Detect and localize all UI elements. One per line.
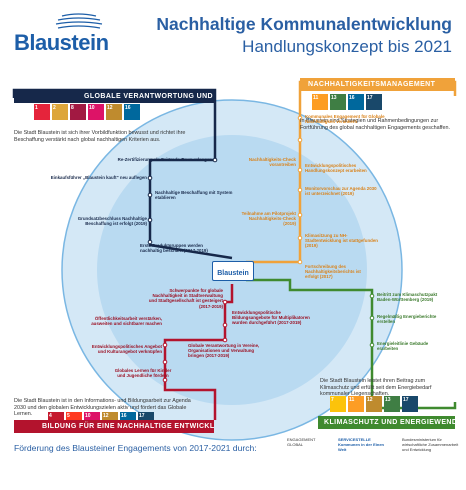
partner-bmz: Bundesministerium für wirtschaftliche Zu…	[402, 437, 459, 452]
sdg-goal-12-icon: 12	[366, 396, 382, 412]
logo-waves	[55, 13, 103, 29]
green-route	[246, 278, 457, 410]
text-bottom-right: Die Stadt Blaustein leistet ihren Beitra…	[320, 378, 432, 398]
sdg-goal-7-icon: 7	[330, 396, 346, 412]
milestone-navy-4: Erste Produktgruppen werden nachhaltig b…	[140, 243, 208, 254]
page-title: Nachhaltige Kommunalentwicklung	[156, 14, 452, 34]
text-bottom-left: Die Stadt Blaustein ist in den Informati…	[14, 398, 191, 418]
milestone-red-3: Globale Verantwortung in Vereine, Organi…	[188, 343, 260, 359]
milestone-navy-2: Nachhaltige Beschaffung mit System etabl…	[155, 190, 233, 201]
partner-servicestelle: SERVICESTELLE Kommunen in der Einen Welt	[338, 437, 385, 452]
milestone-orange-0: Kommunales Engagement für Globale Nachha…	[305, 114, 385, 125]
milestone-red-0: Schwerpunkte für globale Nachhaltigkeit …	[148, 288, 223, 309]
milestone-orange-2: Entwicklungspolitisches Handlungskonzept…	[305, 163, 367, 174]
sdg-goal-13-icon: 13	[330, 94, 346, 110]
partner-engagement-global: ENGAGEMENT GLOBAL	[287, 437, 316, 447]
milestone-red-2: Öffentlichkeitsarbeit verstärken, auswei…	[91, 316, 162, 327]
sdg-goal-12-icon: 12	[106, 104, 122, 120]
sdg-goal-1-icon: 1	[34, 104, 50, 120]
sdg-goal-17-icon: 17	[402, 396, 418, 412]
sdg-goal-10-icon: 10	[88, 104, 104, 120]
milestone-navy-0: Re-Zertifizierung als Fairtrade-Town erl…	[117, 157, 212, 162]
red-route	[163, 284, 234, 420]
sdg-goal-13-icon: 13	[384, 396, 400, 412]
heading-global-responsibility: GLOBALE VERANTWORTUNG UND EINE WELT	[14, 90, 214, 103]
milestone-orange-5: Klimasitzung zu NH-Stadtentwicklung ist …	[305, 233, 378, 249]
heading-education: BILDUNG FÜR EINE NACHHALTIGE ENTWICKLUNG	[14, 420, 214, 433]
milestone-red-4: Entwicklungspolitisches Angebot und Kult…	[91, 344, 162, 355]
milestone-green-2: Energieleitlinie Gebäude erarbeiten	[377, 341, 429, 352]
ring-line	[61, 99, 403, 441]
milestone-green-1: Regelmäßig Energieberichte erstellen	[377, 314, 437, 325]
milestone-navy-3: Grundsatzbeschluss Nachhaltige Beschaffu…	[77, 216, 147, 227]
heading-climate: KLIMASCHUTZ UND ENERGIEWENDE	[318, 416, 455, 429]
center-logo-text: Blaustein	[217, 270, 249, 277]
heading-sustainability-management: NACHHALTIGKEITSMANAGEMENT	[300, 78, 455, 91]
milestone-navy-1: Einkaufsführer „Blaustein kauft" neu auf…	[50, 175, 147, 180]
page-subtitle: Handlungskonzept bis 2021	[242, 37, 452, 56]
sdg-goal-2-icon: 2	[52, 104, 68, 120]
sdg-goal-17-icon: 17	[366, 94, 382, 110]
sdg-goal-11-icon: 11	[348, 396, 364, 412]
milestone-red-1: Entwicklungspolitische Bildungsangebote …	[232, 310, 310, 326]
milestone-orange-6: Fortschreibung des Nachhaltigkeitsberich…	[305, 264, 361, 280]
sdg-goal-16-icon: 16	[124, 104, 140, 120]
milestone-orange-3: Monitorvorschau zur Agenda 2030 ist unte…	[305, 186, 377, 197]
milestone-orange-1: Nachhaltigkeits-Check vorantreiben	[248, 157, 296, 168]
sdg-goal-8-icon: 8	[70, 104, 86, 120]
sdg-goal-16-icon: 16	[348, 94, 364, 110]
sdg-goal-11-icon: 11	[312, 94, 328, 110]
text-top-right: In Blaustein sind Strategien und Rahmenb…	[300, 118, 451, 131]
text-top-left: Die Stadt Blaustein ist sich ihrer Vorbi…	[14, 130, 186, 143]
funding-note: Förderung des Blausteiner Engagements vo…	[14, 443, 257, 453]
brand-logo: Blaustein	[14, 30, 109, 55]
milestone-red-5: Globales Lernen für Kinder und Jugendlic…	[114, 368, 172, 379]
milestone-green-0: Beitritt zum Klimaschutzpakt Baden-Württ…	[377, 292, 438, 303]
milestone-orange-4: Teilnahme am Pilotprojekt Nachhaltigkeit…	[241, 211, 296, 227]
center-logo-box: Blaustein	[212, 261, 254, 281]
